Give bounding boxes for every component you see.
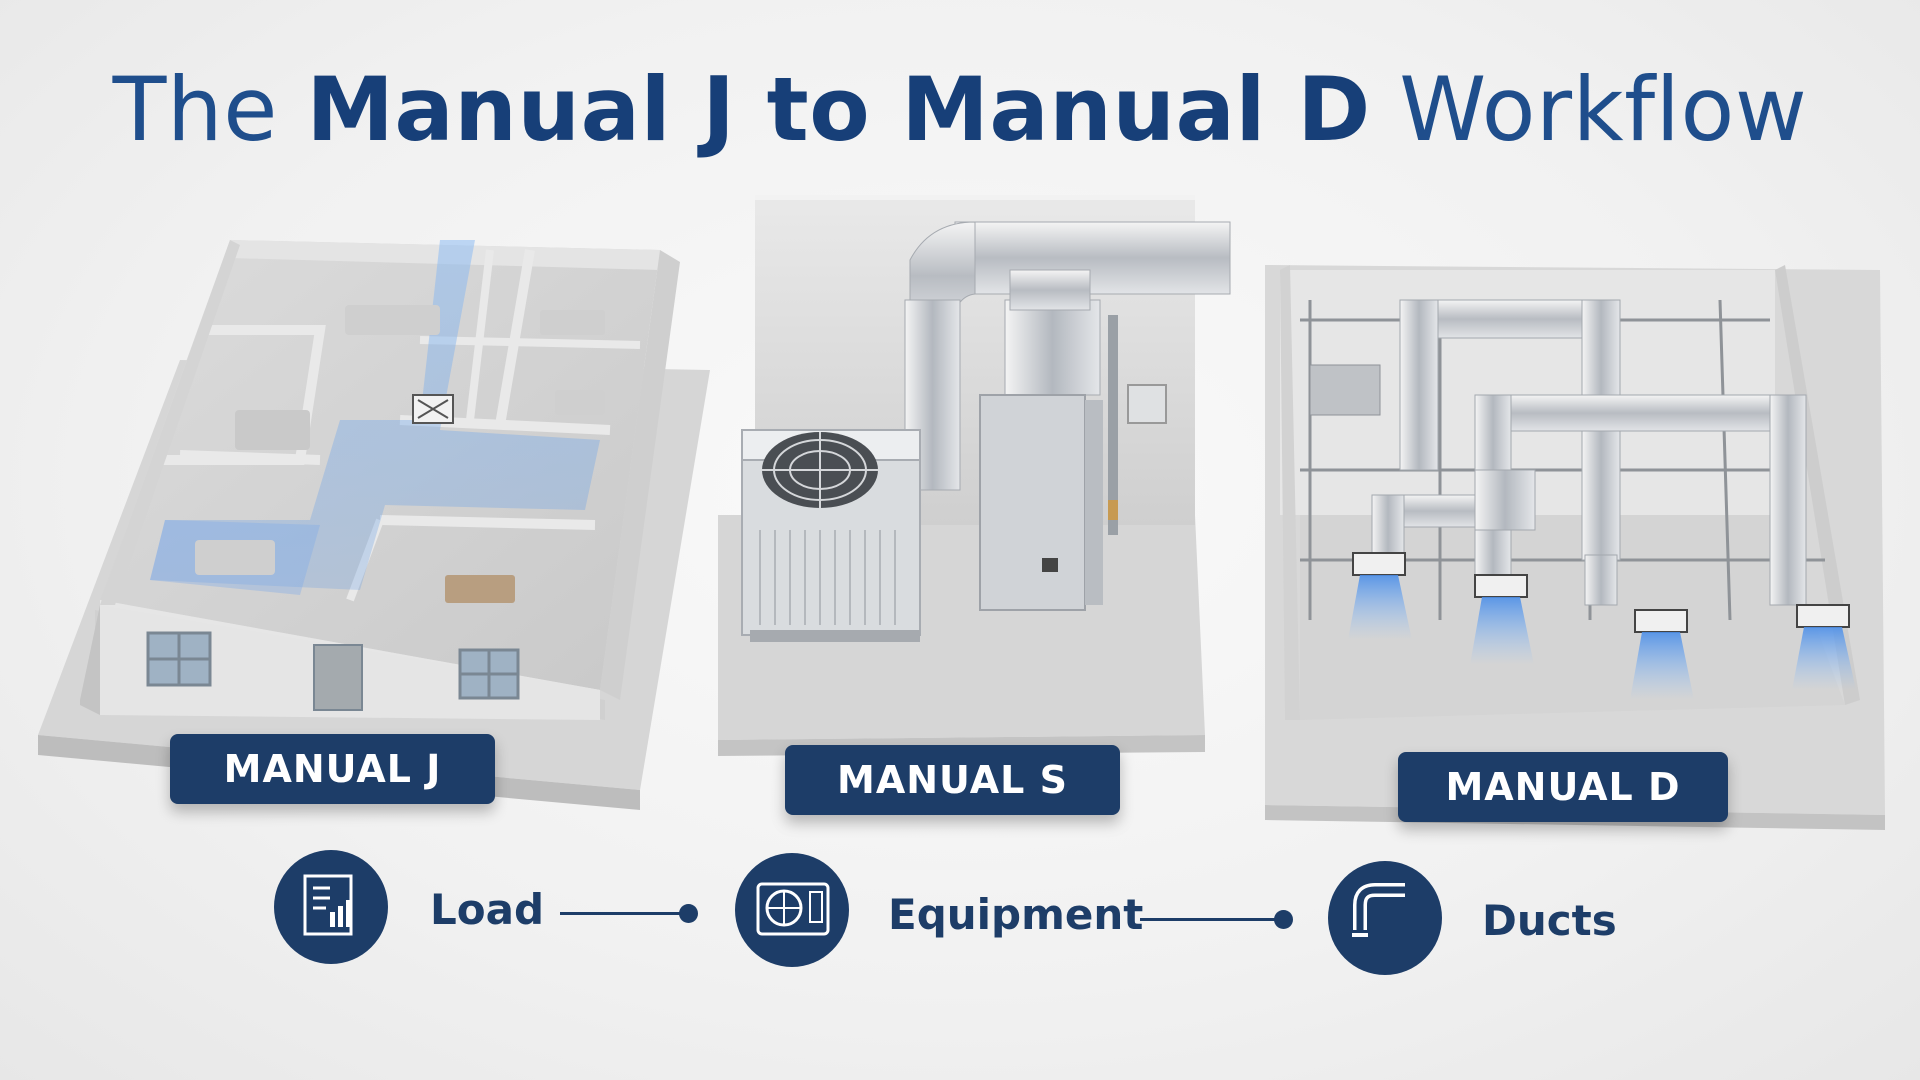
connector-equipment-ducts (1140, 910, 1293, 929)
hvac-unit-icon (735, 853, 849, 967)
page-title: The Manual J to Manual D Workflow (0, 58, 1920, 161)
house-door (313, 644, 363, 711)
connector-load-equipment (560, 904, 698, 923)
duct-system-model (1265, 265, 1885, 830)
register-2 (1474, 574, 1528, 598)
equipment-model (718, 195, 1231, 756)
manual-j-label: MANUAL J (170, 734, 495, 804)
return-box (1309, 364, 1381, 416)
step-load: Load (430, 885, 545, 934)
register-4 (1796, 604, 1850, 628)
house-floorplan-model (38, 240, 710, 810)
furnace-cabinet (979, 394, 1086, 611)
title-suffix: Workflow (1370, 58, 1808, 161)
step-ducts: Ducts (1482, 896, 1617, 945)
manual-s-label: MANUAL S (785, 745, 1120, 815)
title-prefix: The (112, 58, 307, 161)
register-1 (1352, 552, 1406, 576)
control-panel (1127, 384, 1167, 424)
plenum (1004, 299, 1101, 396)
supply-duct-horizontal (954, 221, 1231, 295)
title-bold: Manual J to Manual D (306, 58, 1371, 161)
airflow-overlay (150, 240, 600, 590)
manual-d-label: MANUAL D (1398, 752, 1728, 822)
duct-pipe-icon (1328, 861, 1442, 975)
document-chart-icon (274, 850, 388, 964)
branch-trunk (1474, 394, 1806, 432)
step-equipment: Equipment (888, 890, 1144, 939)
register-3 (1634, 609, 1688, 633)
